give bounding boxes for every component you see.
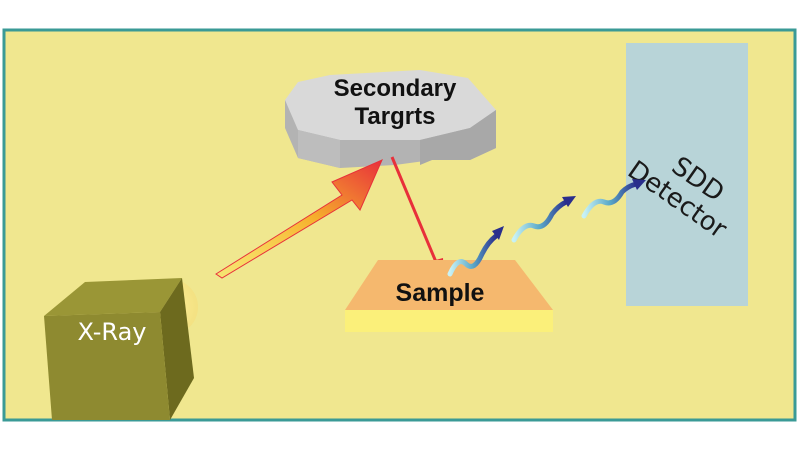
xray-label: X-Ray <box>78 318 147 346</box>
secondary-label-line2: Targrts <box>355 103 436 130</box>
fluorescence-wave-3 <box>581 179 646 219</box>
secondary-label-line1: Secondary <box>334 75 457 102</box>
xray-source: X-Ray <box>44 278 198 420</box>
primary-beam-arrow <box>215 159 383 279</box>
secondary-targets: Secondary Targrts <box>285 70 496 168</box>
sample-label: Sample <box>396 279 485 307</box>
sdd-detector <box>626 43 748 306</box>
fluorescence-wave-2 <box>511 196 576 243</box>
fluorescence-wave-1 <box>447 226 504 277</box>
sample: Sample <box>345 260 553 332</box>
